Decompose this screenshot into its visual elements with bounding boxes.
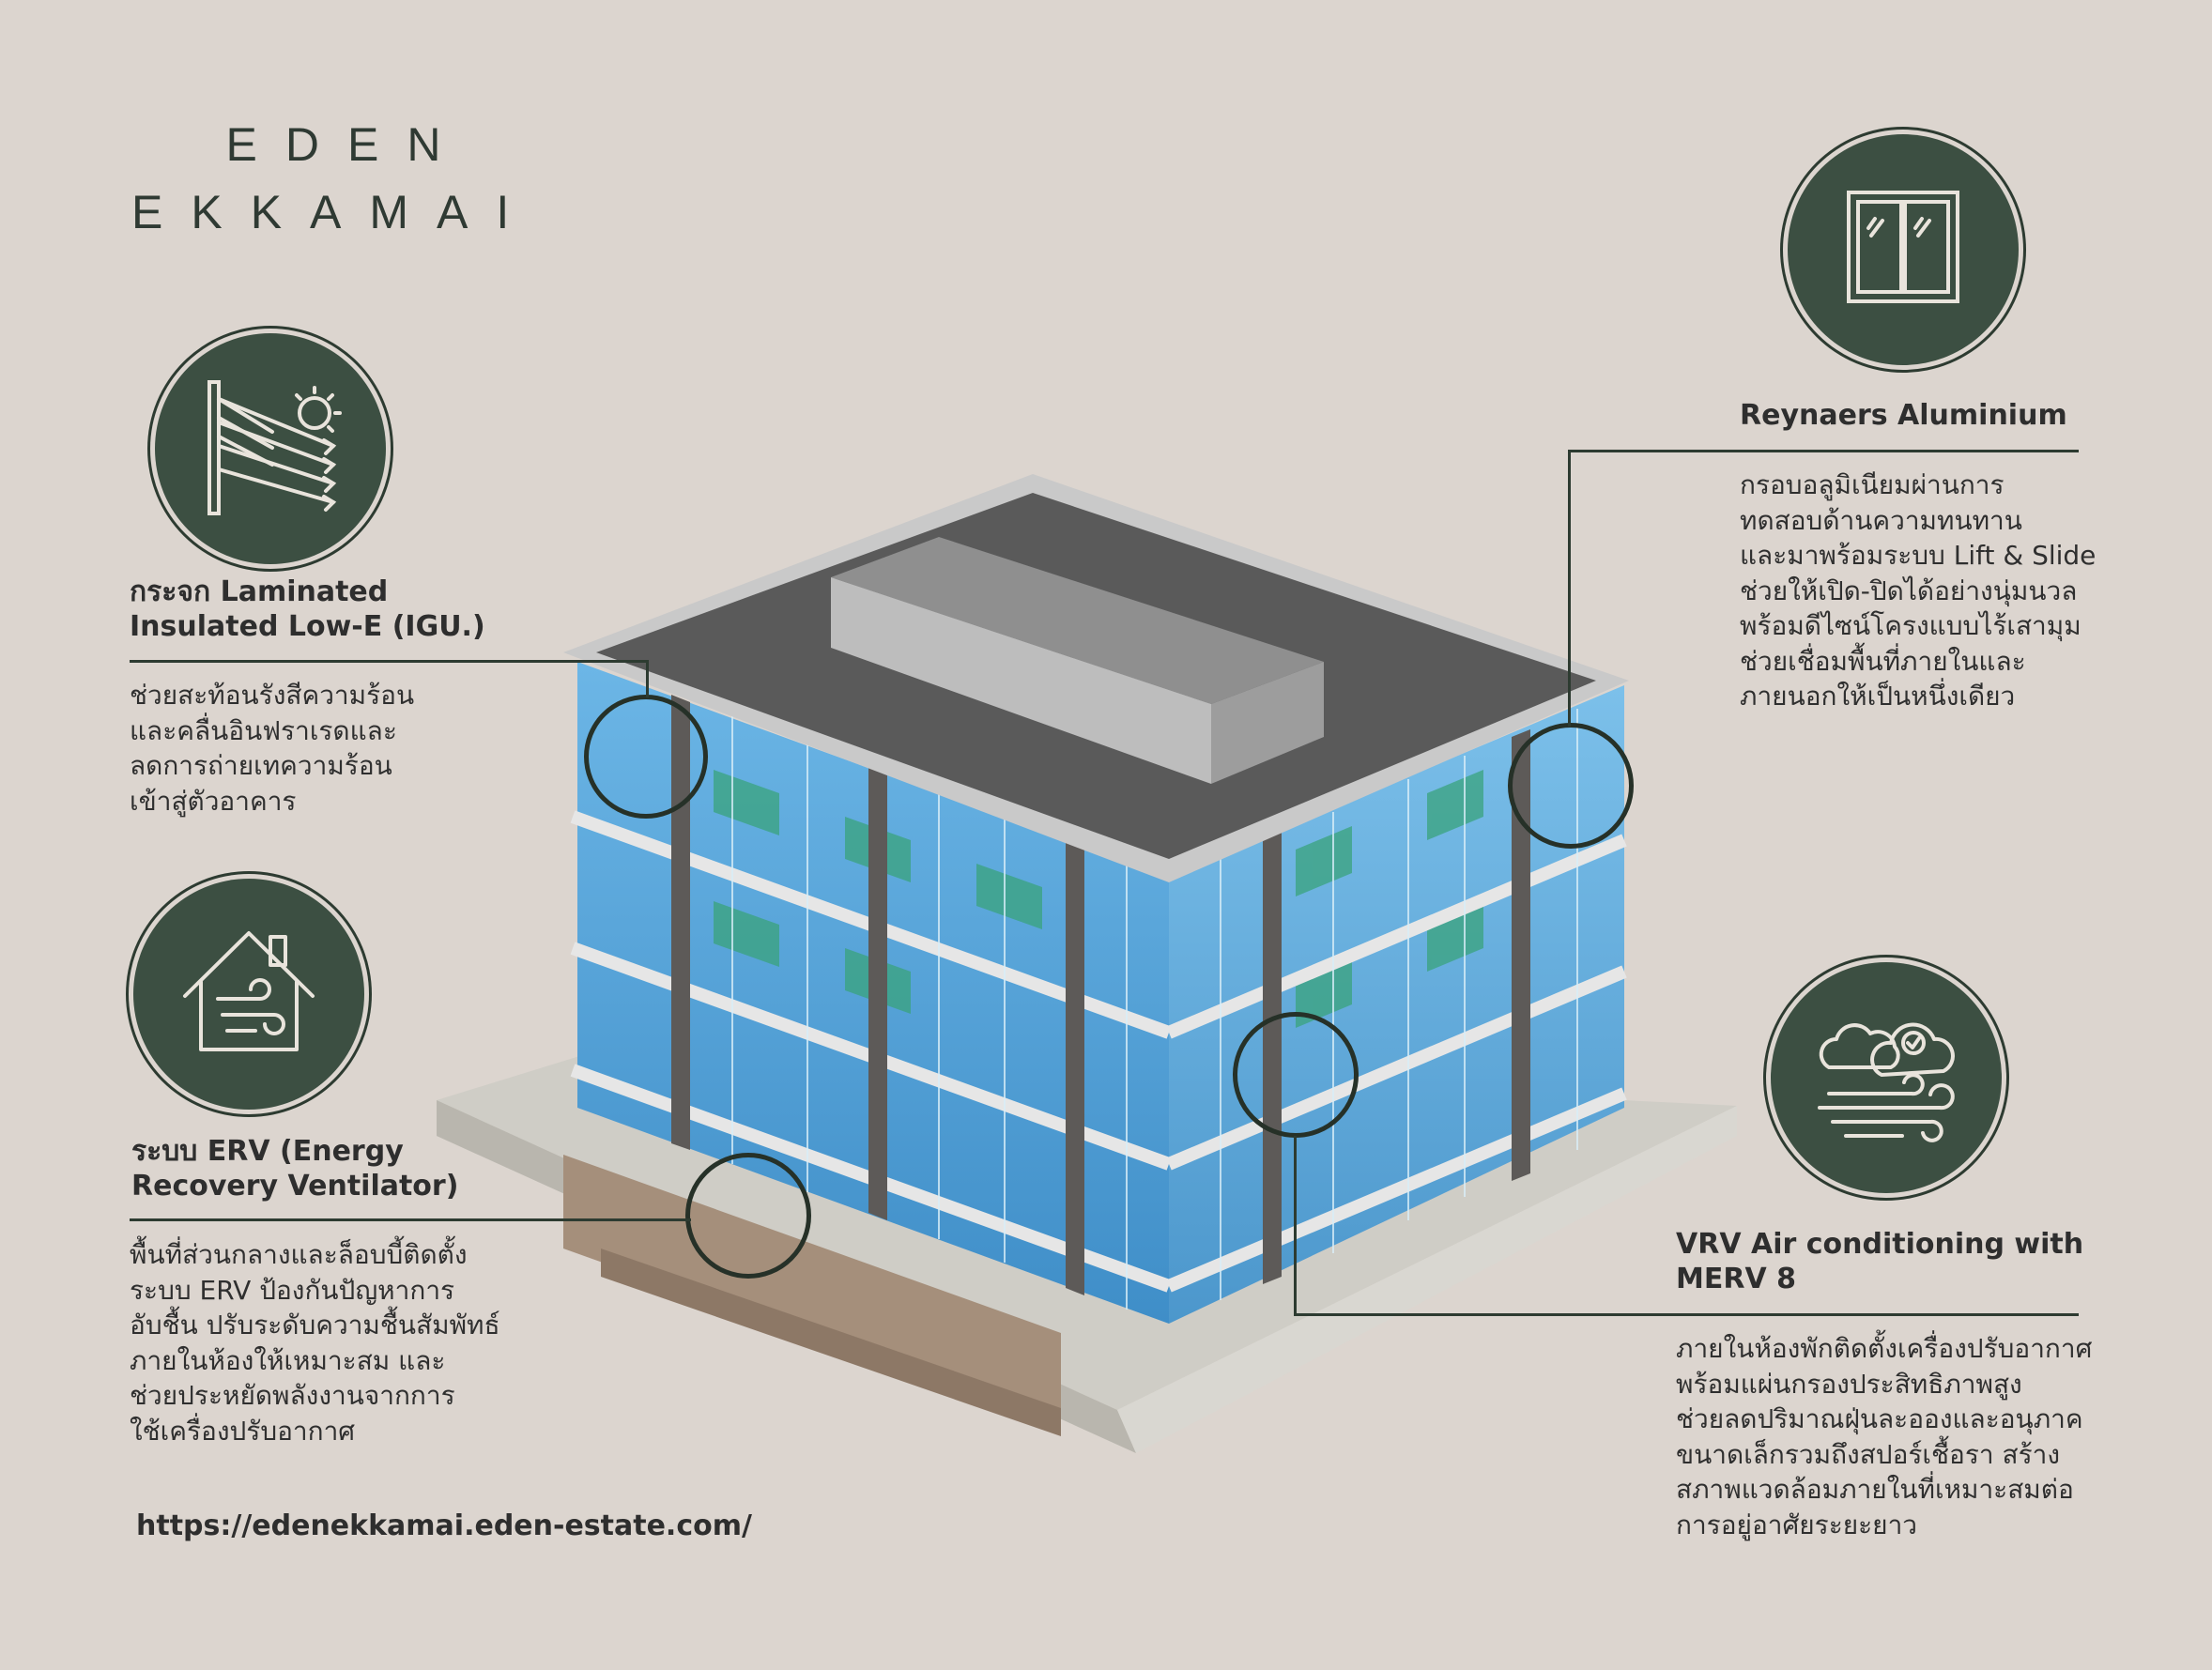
vrv-body-line: ขนาดเล็กรวมถึงสปอร์เชื้อรา สร้าง: [1676, 1438, 2061, 1470]
erv-callout-marker: [685, 1153, 811, 1279]
erv-body-line: ใช้เครื่องปรับอากาศ: [130, 1415, 356, 1447]
erv-body-line: พื้นที่ส่วนกลางและล็อบบี้ติดตั้ง: [130, 1239, 468, 1270]
aluminium-body-line: และมาพร้อมระบบ Lift & Slide: [1740, 540, 2097, 571]
erv-body-line: อับชื้น ปรับระดับความชื้นสัมพัทธ์: [130, 1310, 500, 1341]
erv-leader-line: [130, 1218, 691, 1221]
vrv-body-line: ภายในห้องพักติดตั้งเครื่องปรับอากาศ: [1676, 1333, 2093, 1364]
erv-title: ระบบ ERV (Energy Recovery Ventilator): [131, 1134, 458, 1203]
aluminium-callout-marker: [1508, 723, 1634, 849]
sliding-window-icon: [1847, 191, 1959, 303]
aluminium-title: Reynaers Aluminium: [1740, 399, 2067, 432]
glass-leader-vertical: [646, 660, 649, 697]
vrv-description: ภายในห้องพักติดตั้งเครื่องปรับอากาศ พร้อ…: [1676, 1331, 2092, 1542]
aluminium-description: กรอบอลูมิเนียมผ่านการ ทดสอบด้านความทนทาน…: [1740, 467, 2096, 714]
erv-icon-circle: [133, 879, 364, 1110]
glass-title-line2: Insulated Low-E (IGU.): [130, 610, 485, 643]
glass-body-line: ช่วยสะท้อนรังสีความร้อน: [130, 680, 415, 711]
vrv-title-line2: MERV 8: [1676, 1263, 1796, 1295]
glass-title: กระจก Laminated Insulated Low-E (IGU.): [130, 575, 485, 644]
glass-body-line: และคลื่นอินฟราเรดและ: [130, 714, 397, 746]
erv-description: พื้นที่ส่วนกลางและล็อบบี้ติดตั้ง ระบบ ER…: [130, 1237, 500, 1448]
glass-callout-marker: [584, 695, 708, 819]
erv-body-line: ระบบ ERV ป้องกันปัญหาการ: [130, 1274, 455, 1306]
erv-body-line: ภายในห้องให้เหมาะสม และ: [130, 1344, 446, 1376]
glass-icon-circle: [155, 333, 386, 564]
cloud-air-filter-icon: [1818, 1022, 1955, 1142]
aluminium-body-line: ช่วยเชื่อมพื้นที่ภายในและ: [1740, 645, 2026, 677]
vrv-body-line: การอยู่อาศัยระยะยาว: [1676, 1509, 1918, 1540]
vrv-title: VRV Air conditioning with MERV 8: [1676, 1227, 2083, 1296]
aluminium-body-line: ทดสอบด้านความทนทาน: [1740, 504, 2022, 536]
vrv-body-line: ช่วยลดปริมาณฝุ่นละอองและอนุภาค: [1676, 1403, 2083, 1434]
aluminium-icon-circle: [1788, 134, 2019, 365]
brand-line1: EDEN: [225, 118, 469, 171]
aluminium-body-line: ช่วยให้เปิด-ปิดได้อย่างนุ่มนวล: [1740, 575, 2078, 606]
house-airflow-icon: [183, 931, 315, 1051]
aluminium-body-line: พร้อมดีไซน์โครงแบบไร้เสามุม: [1740, 610, 2081, 641]
vrv-body-line: สภาพแวดล้อมภายในที่เหมาะสมต่อ: [1676, 1474, 2074, 1505]
aluminium-body-line: กรอบอลูมิเนียมผ่านการ: [1740, 469, 2005, 500]
glass-sun-reflection-icon: [207, 380, 342, 515]
vrv-leader-vertical: [1294, 1136, 1297, 1316]
aluminium-body-line: ภายนอกให้เป็นหนึ่งเดียว: [1740, 681, 2016, 712]
aluminium-leader-line: [1568, 450, 2079, 452]
vrv-body-line: พร้อมแผ่นกรองประสิทธิภาพสูง: [1676, 1368, 2022, 1400]
aluminium-leader-vertical: [1568, 450, 1571, 727]
website-link[interactable]: https://edenekkamai.eden-estate.com/: [136, 1509, 752, 1542]
erv-body-line: ช่วยประหยัดพลังงานจากการ: [130, 1380, 455, 1411]
erv-title-line2: Recovery Ventilator): [131, 1170, 459, 1203]
vrv-leader-line: [1294, 1313, 2079, 1316]
erv-title-line1: ระบบ ERV (Energy: [131, 1135, 404, 1168]
glass-title-line1: กระจก Laminated: [130, 575, 389, 608]
glass-body-line: เข้าสู่ตัวอาคาร: [130, 785, 297, 817]
glass-body-line: ลดการถ่ายเทความร้อน: [130, 750, 392, 781]
brand-logo: EDEN EKKAMAI: [131, 117, 535, 239]
glass-description: ช่วยสะท้อนรังสีความร้อน และคลื่นอินฟราเร…: [130, 678, 414, 819]
vrv-callout-marker: [1233, 1012, 1359, 1138]
glass-leader-line: [130, 660, 648, 663]
vrv-title-line1: VRV Air conditioning with: [1676, 1228, 2084, 1261]
brand-line2: EKKAMAI: [131, 186, 538, 238]
vrv-icon-circle: [1771, 962, 2002, 1193]
